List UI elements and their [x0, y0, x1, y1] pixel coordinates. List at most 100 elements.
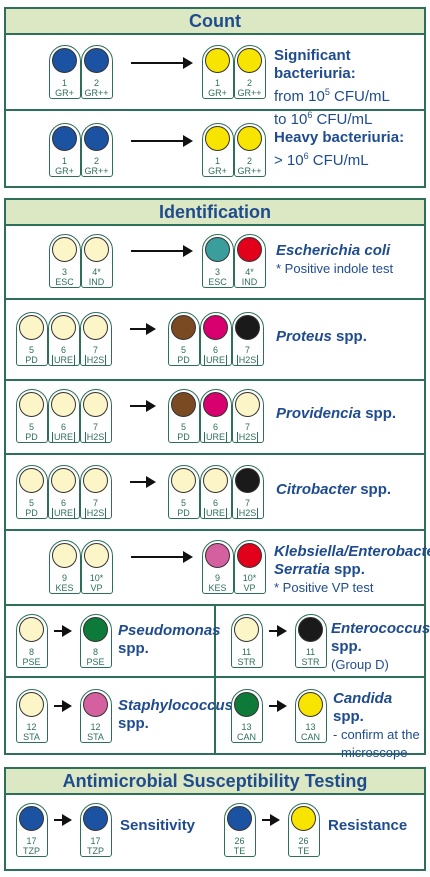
well-dot-blue — [84, 126, 109, 151]
staphylococcus-text: Staphylococcus spp. — [118, 697, 234, 732]
well-dot-blue — [19, 806, 44, 831]
arrow-icon — [54, 625, 72, 637]
well-dot-green — [83, 617, 108, 642]
well-dot-blue — [52, 48, 77, 73]
ecoli-text: Escherichia coli * Positive indole test — [276, 242, 394, 276]
proteus-text: Proteus spp. — [276, 328, 367, 345]
well-dot-black — [235, 468, 260, 493]
resistance-label: Resistance — [328, 817, 408, 834]
well-2-after: 2 GR++ — [234, 45, 266, 99]
well-dot-pale — [19, 315, 44, 340]
divider — [214, 678, 216, 755]
well-dot-pale — [51, 468, 76, 493]
well-dot-yellow — [237, 48, 262, 73]
well-dot-pale — [19, 692, 44, 717]
well-dot-black — [298, 617, 323, 642]
well-2-after: 2 GR++ — [234, 123, 266, 177]
well-dot-magenta — [203, 392, 228, 417]
well-dot-pale — [19, 392, 44, 417]
well-dot-pale — [83, 315, 108, 340]
well-dot-yellow — [291, 806, 316, 831]
well-dot-yellow — [205, 126, 230, 151]
significant-bacteriuria-text: Significant bacteriuria: from 105 CFU/mL… — [274, 47, 390, 128]
count-header: Count — [6, 9, 424, 35]
enterococcus-text: Enterococcus spp. (Group D) — [331, 620, 430, 672]
well-dot-pale — [83, 468, 108, 493]
arrow-icon — [130, 476, 156, 488]
well-dot-pale — [19, 617, 44, 642]
well-2-before: 2 GR++ — [81, 45, 113, 99]
well-dot-pale — [171, 468, 196, 493]
well-dot-red — [237, 543, 262, 568]
well-dot-blue — [83, 806, 108, 831]
well-2-before: 2 GR++ — [81, 123, 113, 177]
well-1-before: 1 GR+ — [49, 45, 81, 99]
well-dot-teal — [205, 237, 230, 262]
identification-header: Identification — [6, 200, 424, 226]
well-dot-green — [234, 692, 259, 717]
count-row-significant: 1 GR+ 2 GR++ 1 GR+ 2 GR++ Significant ba… — [6, 35, 424, 128]
arrow-icon — [131, 57, 193, 69]
pseudomonas-text: Pseudomonas spp. — [118, 622, 221, 657]
well-dot-pink — [83, 692, 108, 717]
arrow-icon — [130, 400, 156, 412]
arrow-icon — [269, 625, 287, 637]
divider — [214, 606, 216, 678]
well-dot-blue — [227, 806, 252, 831]
klebsiella-text: Klebsiella/Enterobacter Serratia spp. * … — [274, 543, 430, 595]
well-dot-brown — [171, 392, 196, 417]
well-dot-red — [237, 237, 262, 262]
well-dot-pale — [84, 543, 109, 568]
well-dot-pale — [51, 392, 76, 417]
count-row-heavy: 1 GR+ 2 GR++ 1 GR+ 2 GR++ Heavy bacteriu… — [6, 109, 424, 188]
well-dot-yellow — [205, 48, 230, 73]
citrobacter-text: Citrobacter spp. — [276, 481, 392, 498]
well-dot-black — [235, 315, 260, 340]
well-dot-pale — [83, 392, 108, 417]
well-dot-yellow — [237, 126, 262, 151]
well-dot-pink — [205, 543, 230, 568]
well-dot-magenta — [203, 315, 228, 340]
well-dot-blue — [52, 126, 77, 151]
candida-text: Candida spp. - confirm at the microscope — [333, 690, 420, 760]
well-dot-pale — [19, 468, 44, 493]
well-dot-pale — [84, 237, 109, 262]
well-dot-pale — [234, 617, 259, 642]
well-3-before: 3 ESC — [49, 234, 81, 288]
arrow-icon — [54, 700, 72, 712]
arrow-icon — [54, 814, 72, 826]
well-dot-pale — [51, 315, 76, 340]
providencia-text: Providencia spp. — [276, 405, 397, 422]
arrow-icon — [131, 551, 193, 563]
well-10-after: 10*VP — [234, 540, 266, 594]
